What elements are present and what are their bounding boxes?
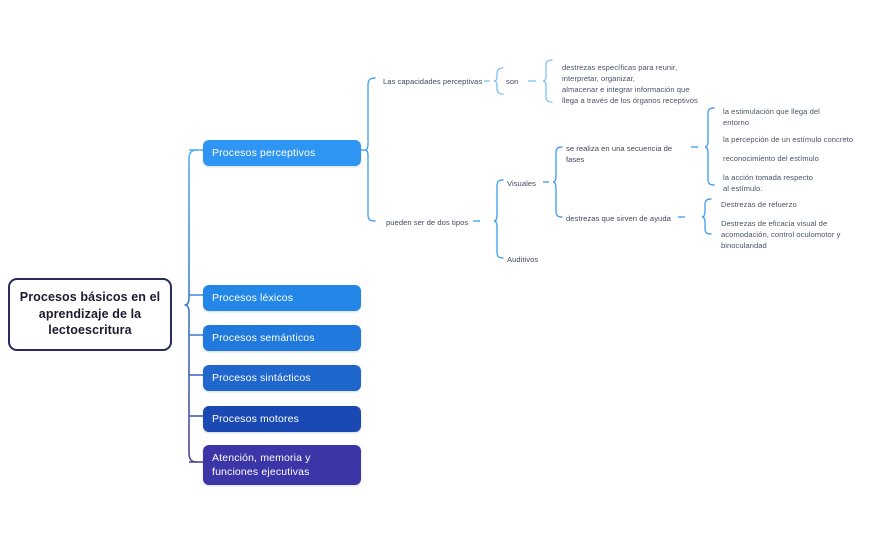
node-fase-estimulacion[interactable]: la estimulación que llega del entorno <box>723 107 820 127</box>
node-auditivos[interactable]: Auditivos <box>507 255 539 264</box>
node-destrezas-eficacia-visual[interactable]: Destrezas de eficacia visual de acomodac… <box>721 219 841 250</box>
branch-procesos-perceptivos[interactable]: Procesos perceptivos <box>203 140 361 167</box>
branch-atencion-memoria[interactable]: Atención, memoria y funciones ejecutivas <box>203 445 361 486</box>
node-pueden-ser-dos-tipos[interactable]: pueden ser de dos tipos <box>386 218 469 227</box>
node-destrezas-ayuda[interactable]: destrezas que sirven de ayuda <box>566 214 671 223</box>
branch-procesos-lexicos[interactable]: Procesos léxicos <box>203 285 361 312</box>
node-secuencia-de-fases[interactable]: se realiza en una secuencia de fases <box>566 144 673 164</box>
brace-perceptivos <box>364 77 376 222</box>
node-fase-percepcion[interactable]: la percepción de un estímulo concreto <box>723 135 854 144</box>
node-destrezas-refuerzo[interactable]: Destrezas de refuerzo <box>721 200 797 209</box>
root-node[interactable]: Procesos básicos en el aprendizaje de la… <box>8 278 172 351</box>
node-son-detalle[interactable]: destrezas específicas para reunir, inter… <box>562 63 698 105</box>
branch-procesos-motores[interactable]: Procesos motores <box>203 406 361 433</box>
root-brace <box>184 149 198 463</box>
brace-ayuda <box>701 198 712 235</box>
node-fase-reconocimiento[interactable]: reconocimiento del estímulo <box>723 154 819 163</box>
branch-procesos-sintacticos[interactable]: Procesos sintácticos <box>203 365 361 392</box>
brace-dostipos <box>493 179 504 259</box>
node-son[interactable]: son <box>506 77 519 86</box>
node-capacidades-perceptivas[interactable]: Las capacidades perceptivas <box>383 77 483 86</box>
brace-son <box>542 59 553 103</box>
brace-capacidades <box>493 67 504 95</box>
brace-fases <box>704 107 715 186</box>
brace-visuales <box>552 146 563 218</box>
branch-procesos-semanticos[interactable]: Procesos semánticos <box>203 325 361 352</box>
node-visuales[interactable]: Visuales <box>507 179 536 188</box>
node-fase-accion[interactable]: la acción tomada respecto al estímulo. <box>723 173 813 193</box>
